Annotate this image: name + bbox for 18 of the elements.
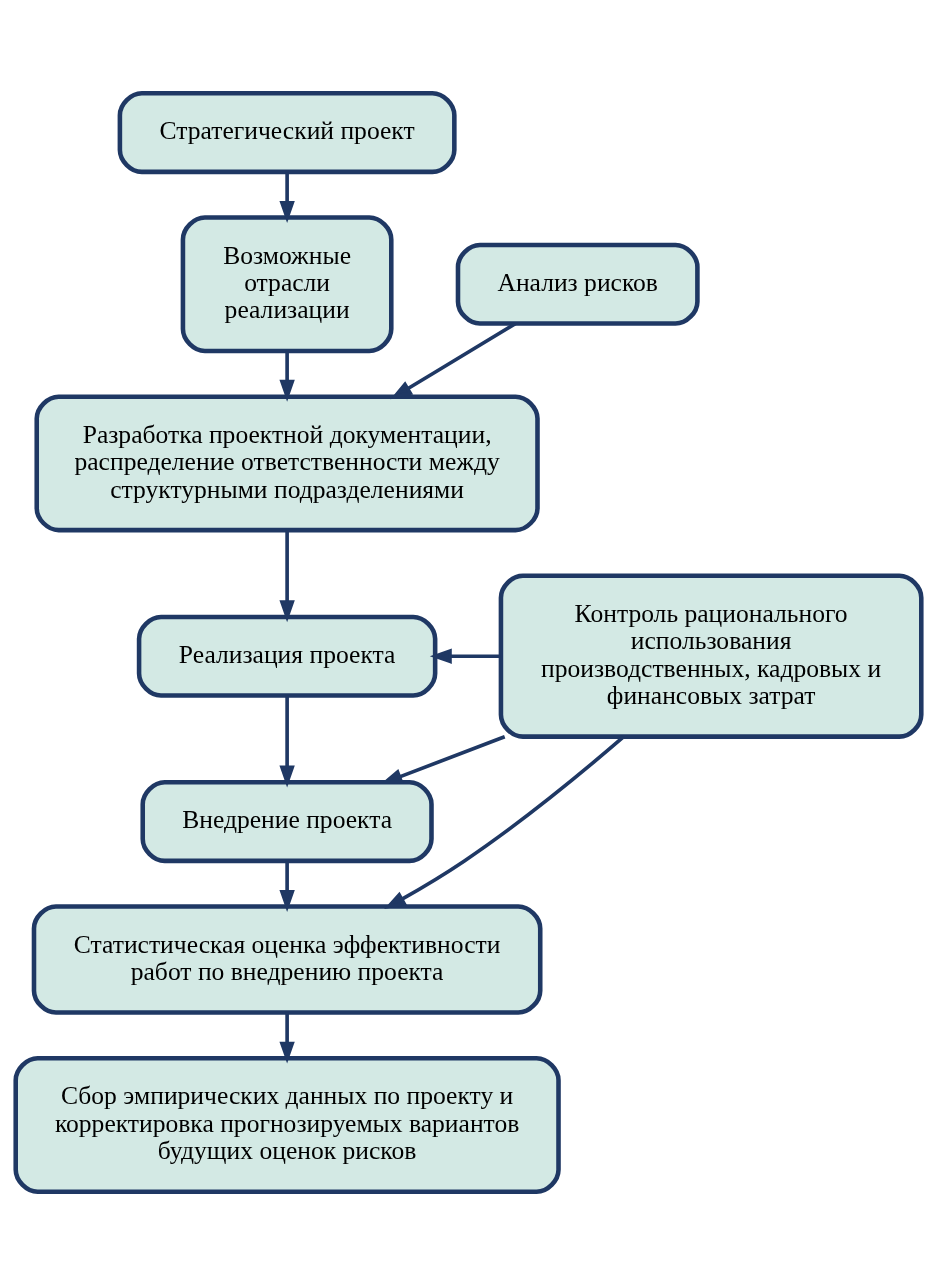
node-box: Возможные отрасли реализации bbox=[180, 215, 394, 354]
arrow bbox=[279, 351, 295, 402]
arrow bbox=[279, 530, 295, 623]
arrow bbox=[279, 172, 295, 223]
arrow bbox=[279, 861, 295, 912]
node-box: Разработка проектной документации, распределение ответственности между структурными подразделениями bbox=[34, 394, 540, 533]
node-box: Реализация проекта bbox=[136, 614, 438, 698]
arrow bbox=[429, 648, 501, 664]
node-box: Статистическая оценка эффективности работ по внедрению проекта bbox=[31, 904, 543, 1015]
node-box: Внедрение проекта bbox=[140, 780, 434, 864]
node-box: Сбор эмпирических данных по проекту и корректировка прогнозируемых вариантов будущих оценок рисков bbox=[13, 1056, 561, 1194]
arrow bbox=[279, 695, 295, 788]
arrow bbox=[390, 322, 517, 400]
node-box: Контроль рационального использования производственных, кадровых и финансовых затрат bbox=[498, 573, 924, 739]
node-box: Стратегический проект bbox=[117, 91, 457, 175]
arrow bbox=[384, 735, 625, 910]
node-box: Анализ рисков bbox=[455, 242, 700, 326]
arrow bbox=[279, 1012, 295, 1064]
